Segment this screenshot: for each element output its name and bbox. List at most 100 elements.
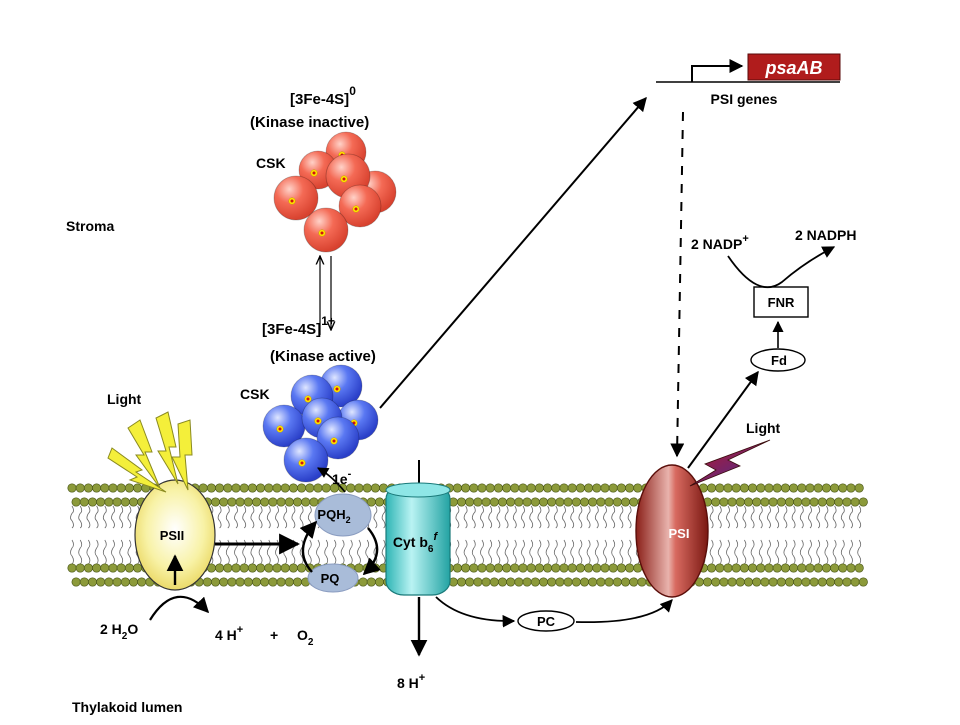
lipid-tail <box>537 539 542 565</box>
lipid-head <box>251 577 262 587</box>
lipid-head <box>92 563 102 573</box>
lipid-tail <box>94 505 99 529</box>
lipid-tail <box>553 539 558 565</box>
fnr-box <box>753 286 809 318</box>
lipid-tail <box>627 539 632 565</box>
lipid-head <box>67 563 77 573</box>
lipid-head <box>723 563 733 573</box>
lipid-head <box>723 483 733 493</box>
lipid-tail <box>471 539 476 565</box>
fe-s-core <box>278 427 282 431</box>
lipid-head <box>719 577 729 587</box>
lipid-head <box>124 483 134 493</box>
lipid-head <box>551 483 561 493</box>
lipid-head <box>534 563 544 573</box>
lipid-head <box>727 497 737 507</box>
lipid-head <box>805 483 815 493</box>
lipid-head <box>858 577 868 587</box>
lipid-head <box>502 563 512 573</box>
lipid-head <box>104 497 114 507</box>
fd-label: Fd <box>771 353 787 368</box>
water-splitting-arrow <box>149 595 210 621</box>
fnr-label: FNR <box>768 295 795 310</box>
lumen-label: Thylakoid lumen <box>72 699 182 715</box>
psi-to-fd-arrow <box>687 370 759 469</box>
lipid-head <box>547 577 557 587</box>
lipid-head <box>210 497 221 507</box>
lipid-head <box>231 563 241 573</box>
lipid-tail <box>332 539 337 565</box>
lipid-head <box>75 483 85 493</box>
lipid-head <box>112 497 122 507</box>
lipid-head <box>731 483 741 493</box>
lipid-head <box>79 577 89 587</box>
lipid-head <box>784 497 795 507</box>
lipid-head <box>571 497 581 507</box>
lipid-head <box>715 563 725 573</box>
lipid-head <box>514 577 524 587</box>
lipid-head <box>215 563 225 573</box>
lipid-head <box>534 483 544 493</box>
lipid-tail <box>840 539 845 565</box>
lipid-head <box>83 563 93 573</box>
lipid-head <box>543 563 553 573</box>
cyt-top-cap <box>385 482 451 498</box>
csk-active-label: CSK <box>240 386 270 402</box>
lipid-tail <box>750 505 755 529</box>
lipid-tail <box>545 505 550 529</box>
lipid-head <box>124 563 134 573</box>
lipid-tail <box>512 505 517 529</box>
lipid-tail <box>471 505 476 529</box>
lipid-head <box>452 483 462 493</box>
lipid-tail <box>570 539 575 565</box>
lipid-tail <box>857 539 862 565</box>
lipid-tail <box>512 539 517 565</box>
lipid-head <box>756 483 766 493</box>
lipid-head <box>830 483 840 493</box>
lipid-head <box>571 577 581 587</box>
csk-inactive-cluster <box>273 131 397 253</box>
lipid-head <box>604 577 614 587</box>
lipid-head <box>120 497 130 507</box>
lipid-head <box>268 577 278 587</box>
lipid-head <box>776 577 786 587</box>
lipid-head <box>809 577 819 587</box>
lipid-tail <box>537 505 542 529</box>
lipid-head <box>284 497 294 507</box>
lipid-head <box>497 497 508 507</box>
lipid-tail <box>824 505 829 529</box>
lipid-head <box>842 497 852 507</box>
lipid-head <box>108 563 118 573</box>
lipid-head <box>702 577 713 587</box>
lipid-head <box>797 563 807 573</box>
lipid-tail <box>619 539 624 565</box>
csk-subunit <box>273 175 319 221</box>
lipid-tail <box>775 539 780 565</box>
lipid-head <box>219 497 229 507</box>
lipid-tail <box>783 505 788 529</box>
lipid-head <box>608 563 618 573</box>
lipid-head <box>612 497 622 507</box>
inactive-state-label: [3Fe-4S]0 <box>290 84 356 108</box>
lipid-tail <box>504 505 509 529</box>
lipid-head <box>297 483 307 493</box>
lipid-tail <box>857 505 862 529</box>
lipid-head <box>120 577 130 587</box>
lipid-tail <box>111 505 115 529</box>
lipid-head <box>768 577 778 587</box>
electron-arrow <box>317 467 346 493</box>
lipid-head <box>297 563 307 573</box>
lipid-tail <box>562 539 566 565</box>
lipid-head <box>456 497 467 507</box>
lipid-head <box>575 483 585 493</box>
lipid-tail <box>808 539 812 565</box>
lipid-tail <box>283 505 288 529</box>
lipid-head <box>96 497 106 507</box>
lipid-tail <box>242 505 247 529</box>
lipid-head <box>370 483 380 493</box>
lipid-head <box>100 563 110 573</box>
lipid-head <box>743 577 754 587</box>
lipid-head <box>625 483 635 493</box>
lipid-head <box>108 483 118 493</box>
lipid-head <box>625 563 635 573</box>
